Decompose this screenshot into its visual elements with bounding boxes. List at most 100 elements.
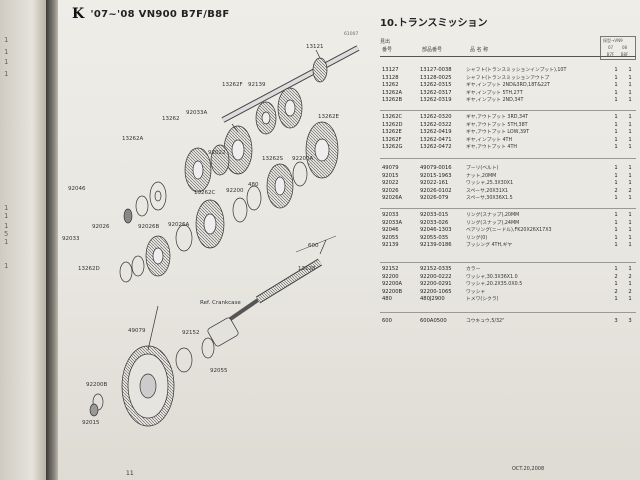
part-description: リング(0) xyxy=(466,235,488,241)
qty-b7f: 1 xyxy=(614,74,618,81)
qty-model-b: B8F xyxy=(620,52,629,57)
qty-b7f: 2 xyxy=(614,187,618,194)
part-ref-number: 13262B xyxy=(382,97,403,104)
margin-mark: 1 xyxy=(4,36,9,44)
group-divider xyxy=(380,110,636,111)
part-number: 13262-0320 xyxy=(420,114,452,120)
callout-label: 13262D xyxy=(78,266,100,272)
part-number: 92026-0102 xyxy=(420,187,452,194)
margin-mark: 1 xyxy=(4,58,9,66)
callout-label: 92200 xyxy=(226,188,244,194)
group-divider xyxy=(380,208,636,209)
qty-b8f: 1 xyxy=(628,82,632,89)
callout-label: 600 xyxy=(308,243,319,249)
part-ref-number: 49079 xyxy=(382,165,399,171)
qty-b7f: 1 xyxy=(614,296,618,303)
part-description: リング(スナップ),24MM xyxy=(466,220,520,226)
part-number: 92200-0291 xyxy=(420,281,452,288)
part-ref-number: 92200B xyxy=(382,288,403,295)
qty-b7f: 1 xyxy=(614,172,618,179)
part-number: 13262-0322 xyxy=(420,121,452,128)
part-ref-number: 92026A xyxy=(382,195,403,202)
part-ref-number: 92200A xyxy=(382,281,403,288)
part-ref-number: 92055 xyxy=(382,234,399,241)
part-number: 92200-1065 xyxy=(420,288,452,295)
callout-label: 13262 xyxy=(162,116,180,122)
part-number: 92055-035 xyxy=(420,234,449,241)
qty-b8f: 1 xyxy=(628,219,632,226)
part-ref-number: 92152 xyxy=(382,266,399,272)
part-number: 13262-0319 xyxy=(420,97,452,104)
part-description: リング(スナップ),20MM xyxy=(466,213,520,218)
diagram-header: K '07~'08 VN900 B7F/B8F xyxy=(72,6,230,22)
callout-label: 92152 xyxy=(182,330,200,336)
qty-b7f: 1 xyxy=(614,266,618,272)
qty-b8f: 2 xyxy=(628,273,632,280)
revision-date: OCT.20,2008 xyxy=(512,466,545,472)
callout-label: 13121 xyxy=(306,44,324,50)
part-number: 13128-0025 xyxy=(420,74,452,81)
qty-b8f: 1 xyxy=(628,266,632,272)
part-ref-number: 13262E xyxy=(382,129,402,136)
callout-label: 13128 xyxy=(298,266,316,272)
qty-b8f: 2 xyxy=(628,187,632,194)
qty-b8f: 1 xyxy=(628,172,632,179)
qty-b7f: 1 xyxy=(614,180,618,187)
part-ref-number: 92033A xyxy=(382,219,403,226)
qty-b7f: 1 xyxy=(614,89,618,96)
reference-crankcase-label: Ref. Crankcase xyxy=(200,300,241,306)
qty-b8f: 1 xyxy=(628,296,632,303)
part-description: ナット,20MM xyxy=(466,173,497,179)
part-number: 92022-161 xyxy=(420,180,449,187)
part-number: 92152-0335 xyxy=(420,266,452,272)
callout-label: 13262S xyxy=(262,156,283,162)
qty-model-a: B7F xyxy=(606,52,615,57)
callout-label: 92015 xyxy=(82,420,100,426)
part-ref-number: 600 xyxy=(382,318,392,324)
part-description: ギヤ,インプット 2ND&3RD,18T&22T xyxy=(466,83,550,89)
part-ref-number: 13128 xyxy=(382,74,399,81)
column-header-name: 品 名 称 xyxy=(470,47,489,53)
qty-b7f: 1 xyxy=(614,129,618,136)
qty-b8f: 1 xyxy=(628,165,632,171)
part-description: ギヤ,アウトプット 5TH,38T xyxy=(466,122,528,128)
part-number: 92033-026 xyxy=(420,219,449,226)
column-header-ref: 番号 xyxy=(382,47,393,53)
part-number: 92015-1963 xyxy=(420,172,452,179)
qty-b7f: 1 xyxy=(614,212,618,218)
callout-label: 92139 xyxy=(248,82,266,88)
qty-b8f: 1 xyxy=(628,234,632,241)
kawasaki-logo-icon: K xyxy=(72,6,85,22)
book-spine xyxy=(46,0,60,480)
qty-b8f: 1 xyxy=(628,242,632,249)
margin-mark: 1 xyxy=(4,262,9,270)
part-description: ベアリング(ニードル),FK20X26X17X3 xyxy=(466,228,552,234)
section-title: 10.トランスミッション xyxy=(380,18,488,29)
part-description: プーリ(ベルト) xyxy=(466,166,499,171)
part-number: 13262-0315 xyxy=(420,82,452,89)
callout-label: 92200B xyxy=(86,382,108,388)
qty-year-a: 07 xyxy=(607,45,614,50)
shaft-spline-gear xyxy=(312,57,328,83)
part-description: ワッシャ,30.3X36X1.0 xyxy=(466,274,518,280)
part-ref-number: 480 xyxy=(382,296,392,303)
parts-list: 10.トランスミッション 見出 番号 部品番号 品 名 称 採型→VN9 07 … xyxy=(374,0,640,480)
callout-label: 92055 xyxy=(210,368,228,374)
callout-label: 13262A xyxy=(122,136,144,142)
part-number: 13262-0317 xyxy=(420,89,452,96)
qty-b8f: 1 xyxy=(628,212,632,218)
